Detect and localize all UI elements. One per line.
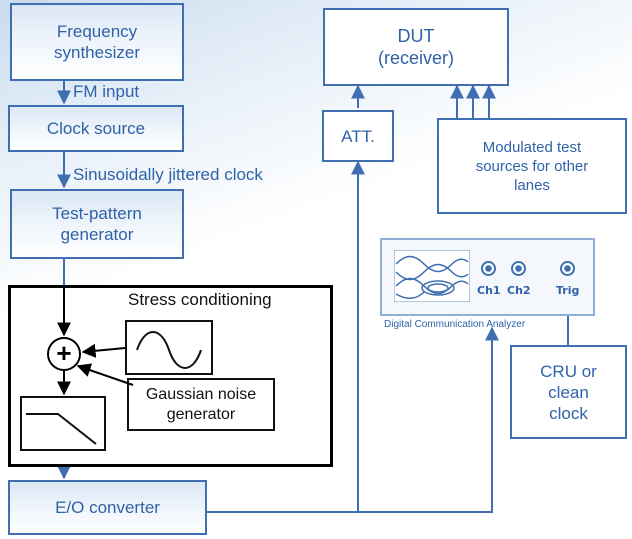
dut-receiver-block: DUT (receiver)	[323, 8, 509, 86]
eye-diagram-icon	[394, 250, 470, 302]
sine-wave-icon	[136, 331, 202, 369]
test-pattern-generator-block: Test-pattern generator	[10, 189, 184, 259]
modulated-test-sources-block: Modulated test sources for other lanes	[437, 118, 627, 214]
ch2-connector-icon[interactable]	[511, 261, 526, 276]
summer-symbol: +	[56, 338, 72, 368]
low-pass-filter-icon	[26, 413, 97, 445]
att-block: ATT.	[322, 110, 394, 162]
gaussian-noise-label: Gaussian noise generator	[145, 385, 257, 423]
cru-clean-clock-block: CRU or clean clock	[510, 345, 627, 439]
ch1-connector-icon[interactable]	[481, 261, 496, 276]
gaussian-noise-generator-block	[127, 378, 275, 431]
fm-input-label: FM input	[73, 82, 140, 101]
eo-converter-block: E/O converter	[8, 480, 207, 535]
ch1-label: Ch1	[477, 284, 501, 297]
trig-connector-icon[interactable]	[560, 261, 575, 276]
frequency-synthesizer-block: Frequency synthesizer	[10, 3, 184, 81]
ch2-label: Ch2	[507, 284, 531, 297]
summer-node	[47, 337, 81, 371]
jittered-clock-label: Sinusoidally jittered clock	[73, 165, 263, 184]
line-eo-output	[207, 326, 499, 513]
trig-label: Trig	[556, 284, 580, 297]
clock-source-block: Clock source	[8, 105, 184, 152]
analyzer-name-label: Digital Communication Analyzer	[384, 319, 526, 330]
stress-conditioning-title: Stress conditioning	[128, 290, 272, 309]
